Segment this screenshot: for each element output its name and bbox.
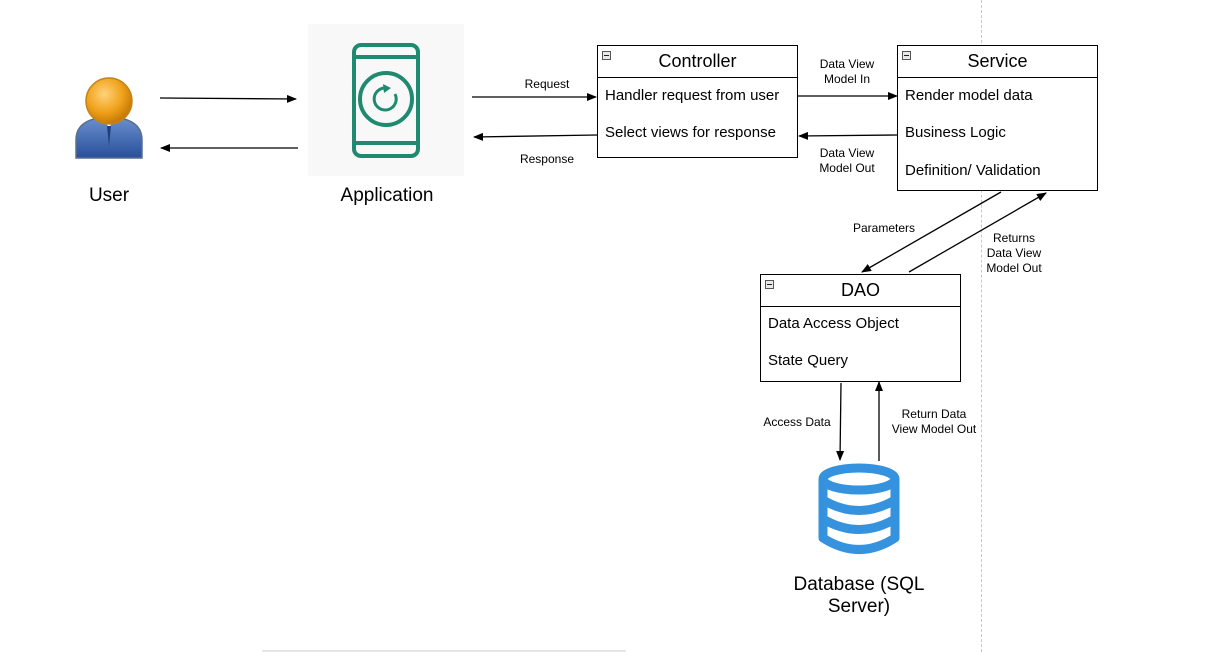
- controller-row: Handler request from user: [605, 87, 780, 104]
- user-to-application-arrow: [159, 94, 297, 103]
- dao-box: DAO Data Access Object State Query: [760, 274, 961, 382]
- service-row: Definition/ Validation: [905, 162, 1041, 179]
- dao-header: DAO: [761, 275, 960, 307]
- collapse-icon[interactable]: [765, 280, 774, 289]
- parameters-label: Parameters: [852, 221, 916, 235]
- collapse-icon[interactable]: [602, 51, 611, 60]
- model-out-arrow: [798, 131, 898, 140]
- data-view-model-in-label: Data View Model In: [819, 57, 875, 86]
- database-label: Database (SQL Server): [793, 574, 925, 617]
- return-data-view-model-out-label: Return Data View Model Out: [891, 407, 977, 436]
- user-label: User: [88, 185, 130, 206]
- data-view-model-out-label: Data View Model Out: [819, 146, 875, 175]
- dao-row: State Query: [768, 352, 849, 369]
- access-data-arrow: [836, 382, 845, 461]
- dao-title: DAO: [840, 280, 880, 300]
- service-row: Render model data: [905, 87, 1033, 104]
- user-avatar-icon: [75, 77, 143, 159]
- parameters-arrow: [861, 191, 1002, 273]
- smartphone-refresh-icon: [352, 43, 420, 158]
- returns-arrow: [908, 192, 1047, 273]
- controller-row: Select views for response: [605, 124, 776, 141]
- service-header: Service: [898, 46, 1097, 78]
- application-label: Application: [340, 185, 434, 206]
- returns-data-view-model-out-label: Returns Data View Model Out: [986, 231, 1042, 275]
- bottom-strip: [262, 650, 626, 652]
- service-row: Business Logic: [905, 124, 1006, 141]
- database-cylinder-icon: [818, 463, 900, 554]
- response-arrow: [473, 132, 598, 141]
- response-label: Response: [519, 152, 575, 166]
- controller-box: Controller Handler request from user Sel…: [597, 45, 798, 158]
- access-data-label: Access Data: [763, 415, 831, 429]
- dao-row: Data Access Object: [768, 315, 899, 332]
- page-break-line: [981, 0, 982, 652]
- service-title: Service: [967, 51, 1028, 71]
- controller-header: Controller: [598, 46, 797, 78]
- collapse-icon[interactable]: [902, 51, 911, 60]
- controller-title: Controller: [658, 51, 737, 71]
- service-box: Service Render model data Business Logic…: [897, 45, 1098, 191]
- application-icon-background: [308, 24, 464, 176]
- request-label: Request: [524, 77, 570, 91]
